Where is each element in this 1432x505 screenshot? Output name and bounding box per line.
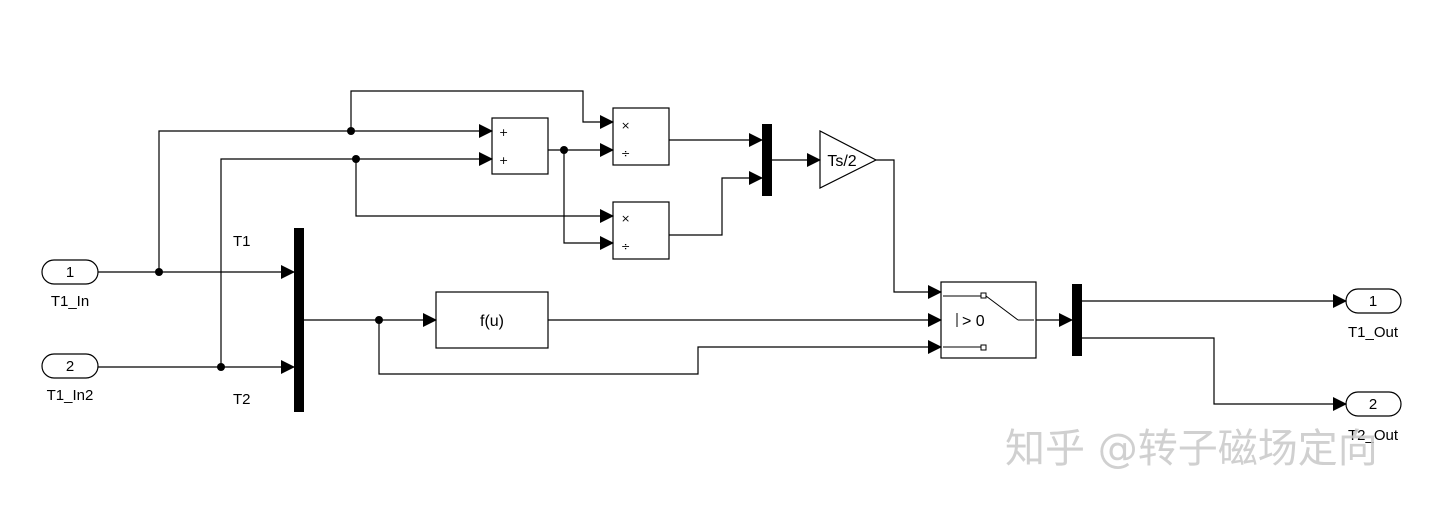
fcn-block[interactable]: f(u) — [435, 291, 549, 349]
inport-1[interactable]: 1 — [41, 259, 99, 285]
junction-dot — [347, 127, 355, 135]
wire-in2-to-sum — [220, 152, 493, 367]
product-block-top[interactable]: × ÷ — [612, 107, 670, 166]
product-bottom-multiply: × — [621, 212, 630, 225]
junction-dot — [155, 268, 163, 276]
outport-1-label: T1_Out — [1348, 324, 1399, 341]
inport-2-number: 2 — [66, 358, 74, 375]
outport-2[interactable]: 2 — [1345, 391, 1402, 417]
wire-demux-to-out2 — [1082, 337, 1347, 411]
sum-sign-2: + — [499, 154, 508, 167]
product-bottom-divide: ÷ — [621, 240, 630, 253]
signal-label-t1: T1 — [233, 233, 251, 250]
outport-2-number: 2 — [1369, 396, 1377, 413]
wire-in1-to-product-top-mul — [350, 90, 614, 131]
wire-in2-to-product-bottom-mul — [355, 159, 614, 223]
wire-sum-to-product-bottom-div — [563, 150, 614, 250]
switch-criterion: > 0 — [962, 313, 985, 330]
sum-block[interactable]: + + — [491, 117, 549, 175]
inport-1-number: 1 — [66, 264, 74, 281]
signal-label-t2: T2 — [233, 391, 251, 408]
outport-2-label: T2_Out — [1348, 427, 1399, 444]
sum-sign-1: + — [499, 126, 508, 139]
junction-dot — [352, 155, 360, 163]
inport-1-label: T1_In — [51, 293, 89, 310]
demux[interactable] — [1072, 284, 1082, 356]
outport-1-number: 1 — [1369, 293, 1377, 310]
watermark: 知乎 @转子磁场定向 — [1005, 426, 1378, 472]
inport-2[interactable]: 2 — [41, 353, 99, 379]
gain-block[interactable]: Ts/2 — [819, 130, 878, 189]
gain-label: Ts/2 — [827, 153, 856, 170]
mux-top[interactable] — [762, 124, 772, 196]
product-block-bottom[interactable]: × ÷ — [612, 201, 670, 260]
wire-mux-to-switch-bottom — [378, 320, 942, 375]
product-top-divide: ÷ — [621, 147, 630, 160]
mux-main[interactable] — [294, 228, 304, 412]
fcn-label: f(u) — [480, 313, 504, 330]
junction-dot — [560, 146, 568, 154]
junction-dot — [375, 316, 383, 324]
inport-2-label: T1_In2 — [47, 387, 94, 404]
switch-block[interactable]: > 0 — [940, 281, 1037, 359]
junction-dot — [217, 363, 225, 371]
wire-product-bottom-to-mux — [669, 171, 763, 236]
product-top-multiply: × — [621, 119, 630, 132]
outport-1[interactable]: 1 — [1345, 288, 1402, 314]
wire-in1-to-sum — [158, 124, 493, 272]
wire-gain-to-switch — [876, 159, 942, 299]
